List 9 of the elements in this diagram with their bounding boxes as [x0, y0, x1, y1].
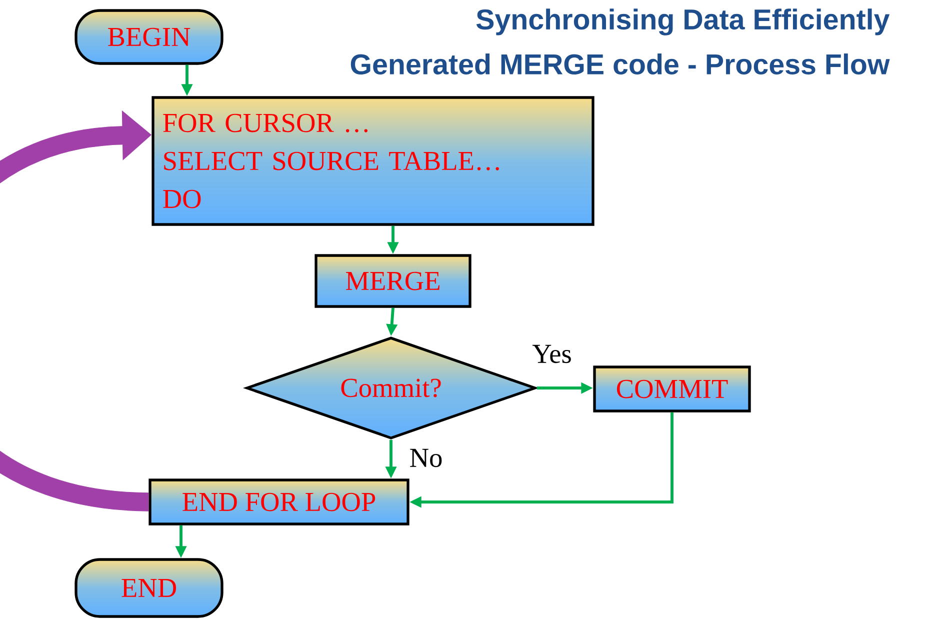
process-box: MERGE — [314, 254, 472, 308]
process-box: FOR CURSOR … SELECT SOURCE TABLE… DO — [152, 96, 594, 226]
terminal-box: BEGIN — [74, 9, 224, 65]
process-box: COMMIT — [593, 366, 751, 412]
terminal-box: END — [74, 558, 224, 618]
subtitle: Generated MERGE code - Process Flow — [350, 53, 890, 75]
title: Synchronising Data Efficiently — [476, 8, 890, 36]
process-box: END FOR LOOP — [148, 478, 410, 526]
edge-label: No — [408, 448, 444, 468]
